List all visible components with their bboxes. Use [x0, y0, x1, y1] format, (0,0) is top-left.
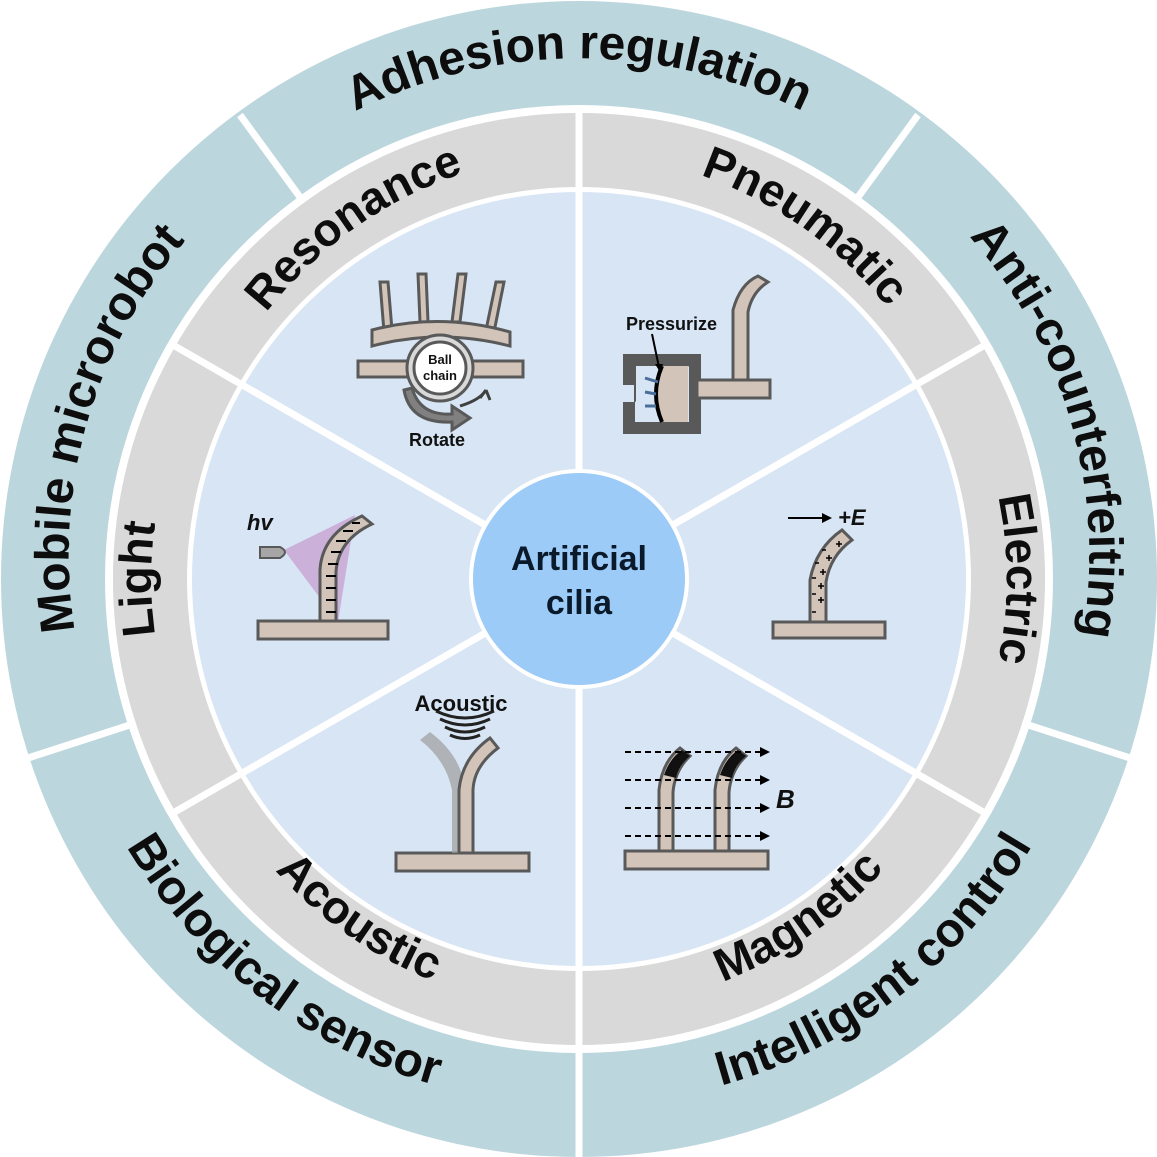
pneumatic-pressurize-label: Pressurize	[626, 314, 717, 334]
magnetic-icon	[623, 746, 770, 871]
svg-text:Light: Light	[109, 518, 165, 640]
magnetic-field-label: B	[776, 784, 795, 814]
middle-label-light: Light	[109, 518, 165, 640]
light-hv-label: hv	[247, 510, 274, 535]
acoustic-icon-label: Acoustic	[415, 691, 508, 716]
acoustic-icon	[394, 709, 531, 873]
pneumatic-icon	[622, 274, 772, 434]
resonance-rotate-label: Rotate	[409, 430, 465, 450]
center-circle	[473, 473, 685, 685]
electric-icon	[771, 513, 887, 640]
center-title-line2: cilia	[546, 584, 613, 622]
resonance-ball-label: Ball	[428, 352, 452, 367]
resonance-chain-label: chain	[423, 368, 457, 383]
center-title-line1: Artificial	[511, 540, 647, 578]
electric-field-label: +E	[838, 505, 867, 530]
resonance-icon	[356, 272, 525, 433]
light-icon	[256, 514, 390, 641]
